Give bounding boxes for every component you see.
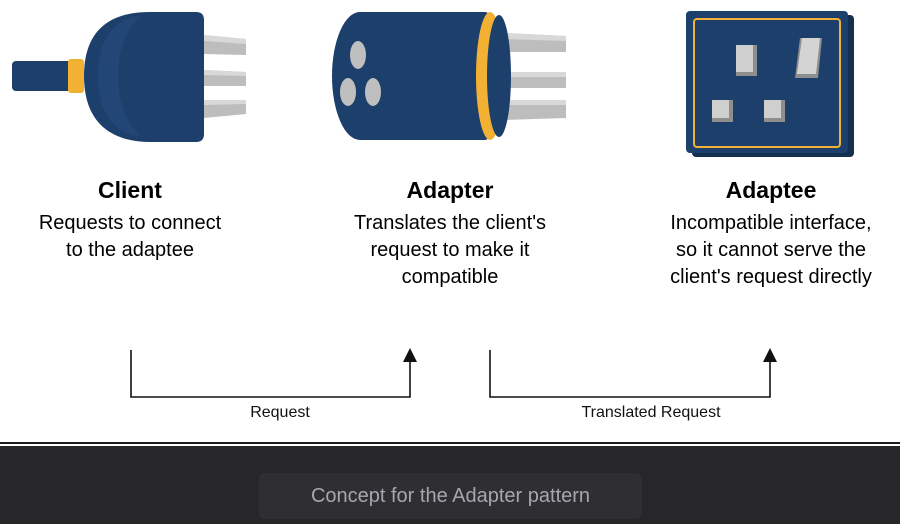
description-line: client's request directly (670, 266, 872, 288)
adaptee-description: Incompatible interface, so it cannot ser… (650, 210, 892, 291)
client-title: Client (98, 177, 162, 203)
adapter-block: Adapter Translates the client's request … (330, 176, 570, 291)
wall-socket-icon (686, 11, 854, 157)
request-arrowhead (403, 348, 417, 362)
adapter-description: Translates the client's request to make … (330, 210, 570, 291)
translated-request-arrowhead (763, 348, 777, 362)
adapter-pattern-diagram: Client Requests to connect to the adapte… (12, 11, 892, 421)
description-line: so it cannot serve the (675, 239, 867, 261)
divider (0, 442, 900, 444)
client-description: Requests to connect to the adaptee (20, 210, 240, 264)
description-line: request to make it (370, 239, 530, 261)
request-label: Request (250, 404, 310, 421)
adaptee-title: Adaptee (725, 177, 817, 203)
translated-request-arrow (489, 350, 771, 398)
request-arrow (130, 350, 411, 398)
plug-icon (12, 12, 246, 142)
description-line: Translates the client's (353, 212, 547, 234)
description-line: compatible (401, 266, 499, 288)
adapter-icon (332, 12, 566, 140)
diagram-artwork (12, 11, 854, 398)
figure-caption: Concept for the Adapter pattern (259, 473, 642, 519)
description-line: Incompatible interface, (670, 212, 872, 234)
client-block: Client Requests to connect to the adapte… (20, 176, 240, 264)
adapter-title: Adapter (406, 177, 494, 203)
translated-request-label: Translated Request (581, 404, 721, 421)
adaptee-block: Adaptee Incompatible interface, so it ca… (650, 176, 892, 291)
description-line: Requests to connect (38, 212, 222, 234)
description-line: to the adaptee (66, 239, 194, 261)
